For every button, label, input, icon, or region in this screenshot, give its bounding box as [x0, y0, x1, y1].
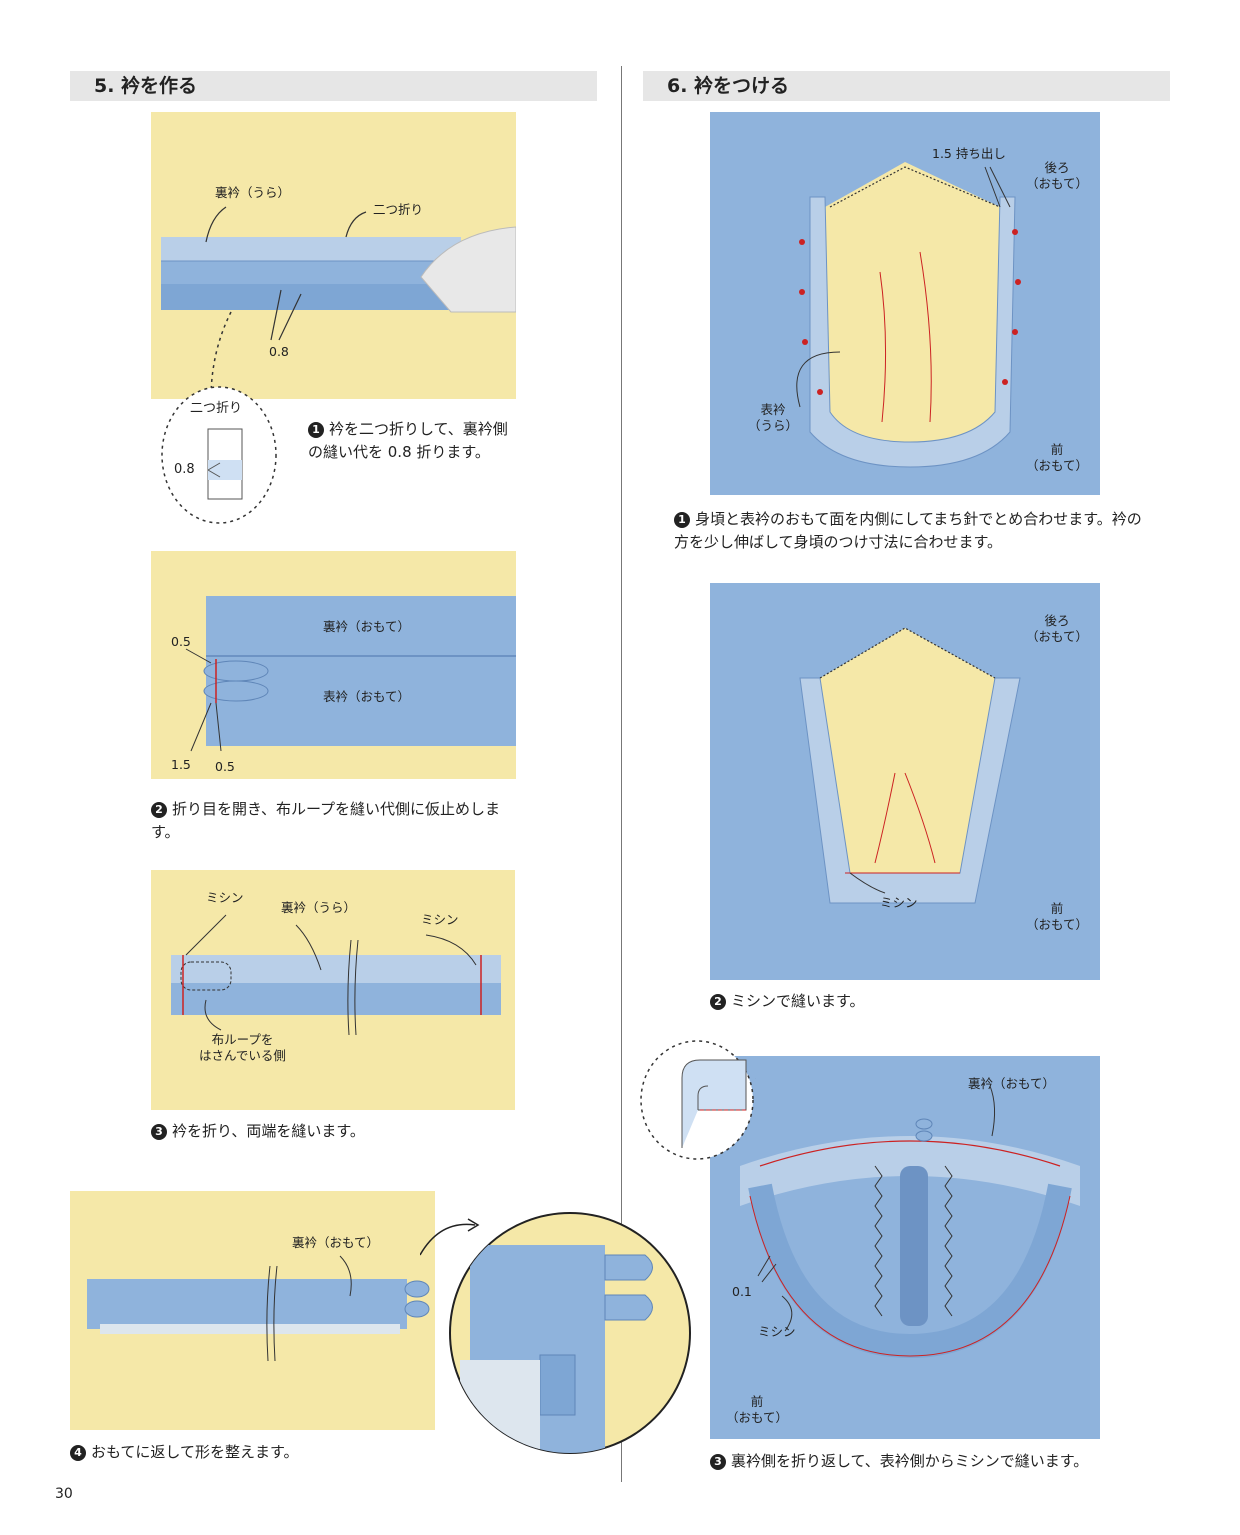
- label-uraeri-6-3: 裏衿（おもて）: [968, 1076, 1056, 1091]
- label-mae-6-3: 前 （おもて）: [726, 1394, 789, 1425]
- label-mishin-right: ミシン: [421, 912, 459, 927]
- label-uraeri: 裏衿（うら）: [215, 185, 291, 200]
- section-title-make-collar: 5. 衿を作る: [70, 71, 597, 101]
- caption-step5-4: 4 おもてに返して形を整えます。: [70, 1441, 440, 1464]
- photo-step6-3: 裏衿（おもて） 0.1 ミシン 前 （おもて）: [710, 1056, 1100, 1439]
- label-mishin-2: ミシン: [880, 895, 918, 910]
- label-loop-side: 布ループを はさんでいる側: [199, 1032, 286, 1063]
- label-omoteeri-1: 表衿 （うら）: [748, 402, 799, 433]
- turned-collar-illustration: [87, 1255, 430, 1362]
- caption-text: 折り目を開き、布ループを縫い代側に仮止めします。: [151, 800, 501, 841]
- step-number: 1: [308, 422, 324, 438]
- zoom-detail-illustration: [420, 1212, 691, 1454]
- step-number: 2: [151, 802, 167, 818]
- label-ushiro-1: 後ろ （おもて）: [1026, 160, 1089, 191]
- step-number: 3: [710, 1454, 726, 1470]
- label-mae-2: 前 （おもて）: [1026, 901, 1089, 932]
- fold-over-detail-diagram: [640, 1040, 756, 1160]
- label-mishin-left: ミシン: [206, 890, 244, 905]
- label-measure: 0.8: [269, 344, 289, 359]
- fold-illustration: [161, 206, 516, 399]
- caption-text: 裏衿側を折り返して、表衿側からミシンで縫います。: [731, 1452, 1089, 1470]
- label-bottom-right: 0.5: [215, 759, 235, 774]
- label-uraeri-omote-4: 裏衿（おもて）: [292, 1235, 380, 1250]
- label-mishin-6-3: ミシン: [758, 1324, 796, 1339]
- step-number: 2: [710, 994, 726, 1010]
- label-futatsuori: 二つ折り: [373, 202, 424, 217]
- step-number: 4: [70, 1445, 86, 1461]
- section-title-attach-collar: 6. 衿をつける: [643, 71, 1170, 101]
- finished-collar-illustration: [740, 1085, 1080, 1359]
- caption-step6-2: 2 ミシンで縫います。: [710, 990, 1110, 1013]
- sew-ends-illustration: [171, 914, 501, 1036]
- caption-text: おもてに返して形を整えます。: [91, 1443, 299, 1461]
- label-omoteeri: 表衿（おもて）: [323, 689, 411, 704]
- label-bottom-left: 1.5: [171, 757, 191, 772]
- pinned-collar-illustration: [796, 162, 1021, 468]
- page-number: 30: [55, 1486, 73, 1502]
- label-mae-1: 前 （おもて）: [1026, 442, 1089, 473]
- caption-text: ミシンで縫います。: [731, 992, 865, 1010]
- zoom-circle: [420, 1195, 692, 1457]
- caption-step6-3: 3 裏衿側を折り返して、表衿側からミシンで縫います。: [710, 1450, 1170, 1473]
- detail-label-futatsuori: 二つ折り: [190, 401, 243, 416]
- label-measure-6-3: 0.1: [732, 1284, 752, 1299]
- caption-text: 衿を二つ折りして、裏衿側の縫い代を 0.8 折ります。: [308, 420, 508, 461]
- photo-step6-2: 後ろ （おもて） ミシン 前 （おもて）: [710, 583, 1100, 980]
- label-ushiro-2: 後ろ （おもて）: [1026, 613, 1089, 644]
- photo-step5-1: 裏衿（うら） 二つ折り 0.8: [151, 112, 516, 399]
- fold-detail-diagram: [161, 386, 277, 524]
- detail-label-measure: 0.8: [174, 462, 195, 477]
- step-number: 1: [674, 512, 690, 528]
- detail-circle-fold: 二つ折り 0.8: [160, 385, 278, 525]
- label-uraeri-omote: 裏衿（おもて）: [323, 619, 411, 634]
- photo-step5-4: 裏衿（おもて）: [70, 1191, 435, 1430]
- caption-step5-3: 3 衿を折り、両端を縫います。: [151, 1120, 521, 1143]
- photo-step5-3: ミシン 裏衿（うら） ミシン 布ループを はさんでいる側: [151, 870, 515, 1110]
- sewn-collar-illustration: [799, 627, 1021, 904]
- label-uraeri-ura: 裏衿（うら）: [281, 900, 357, 915]
- photo-step5-2: 0.5 裏衿（おもて） 表衿（おもて） 1.5 0.5: [151, 551, 516, 779]
- caption-text: 衿を折り、両端を縫います。: [172, 1122, 365, 1140]
- label-mochidashi: 1.5 持ち出し: [932, 146, 1006, 161]
- detail-circle-6-3: [638, 1038, 756, 1162]
- loop-illustration: [185, 596, 516, 752]
- step-number: 3: [151, 1124, 167, 1140]
- photo-step6-1: 1.5 持ち出し 後ろ （おもて） 表衿 （うら） 前 （おもて）: [710, 112, 1100, 495]
- column-divider: [621, 66, 622, 1482]
- label-top-measure: 0.5: [171, 634, 191, 649]
- caption-text: 身頃と表衿のおもて面を内側にしてまち針でとめ合わせます。衿の方を少し伸ばして身頃…: [674, 510, 1142, 551]
